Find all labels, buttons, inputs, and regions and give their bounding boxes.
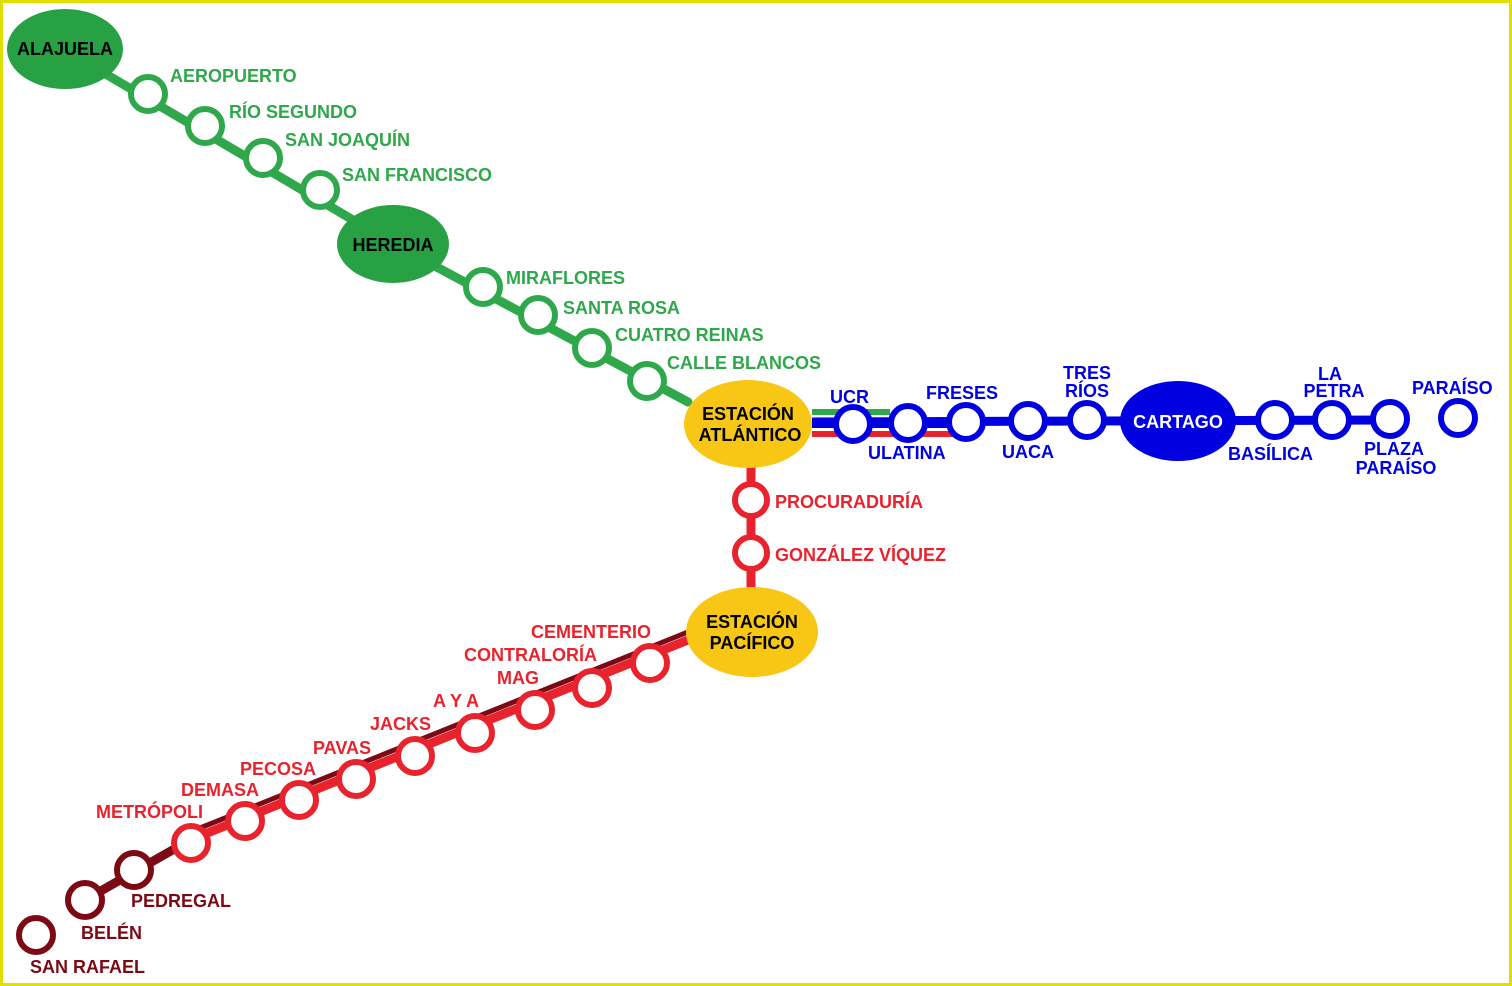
- station-mag[interactable]: [515, 690, 555, 730]
- station-santa-rosa[interactable]: [518, 295, 558, 335]
- station-a-y-a[interactable]: [455, 713, 495, 753]
- label-miraflores: MIRAFLORES: [506, 268, 625, 288]
- station-ulatina[interactable]: [888, 403, 928, 443]
- station-freses[interactable]: [946, 402, 986, 442]
- station-pedregal[interactable]: [114, 850, 154, 890]
- station-metropoli[interactable]: [171, 823, 211, 863]
- station-san-francisco[interactable]: [300, 170, 340, 210]
- dark-red-line-labels: PEDREGAL BELÉN SAN RAFAEL: [30, 891, 231, 977]
- red-line-labels: PROCURADURÍA GONZÁLEZ VÍQUEZ CEMENTERIO …: [96, 491, 946, 822]
- station-gonzalez-viquez[interactable]: [732, 534, 770, 572]
- station-calle-blancos[interactable]: [627, 361, 667, 401]
- dark-red-line-stations: [16, 850, 154, 955]
- station-rio-segundo[interactable]: [185, 106, 225, 146]
- station-uaca[interactable]: [1008, 401, 1048, 441]
- hub-cartago-label: CARTAGO: [1133, 412, 1223, 432]
- hub-estacion-atlantico[interactable]: [684, 380, 812, 468]
- station-procuraduria[interactable]: [732, 481, 770, 519]
- label-santa-rosa: SANTA ROSA: [563, 298, 680, 318]
- hub-pacifico-label-2: PACÍFICO: [710, 632, 795, 653]
- station-belen[interactable]: [65, 880, 105, 920]
- station-miraflores[interactable]: [463, 267, 503, 307]
- red-line-stations: [171, 481, 770, 863]
- hub-pacifico-label-1: ESTACIÓN: [706, 611, 798, 632]
- station-cementerio[interactable]: [630, 643, 670, 683]
- label-aeropuerto: AEROPUERTO: [170, 66, 297, 86]
- station-la-petra[interactable]: [1312, 400, 1352, 440]
- label-basilica: BASÍLICA: [1228, 443, 1313, 464]
- label-gonzalez-viquez: GONZÁLEZ VÍQUEZ: [775, 544, 946, 565]
- label-procuraduria: PROCURADURÍA: [775, 491, 923, 512]
- label-rio-segundo: RÍO SEGUNDO: [229, 101, 357, 122]
- station-cuatro-reinas[interactable]: [572, 328, 612, 368]
- hub-alajuela[interactable]: [7, 9, 123, 89]
- hub-alajuela-label: ALAJUELA: [17, 39, 113, 59]
- blue-line-stations: [833, 398, 1478, 444]
- label-metropoli: METRÓPOLI: [96, 801, 203, 822]
- label-jacks: JACKS: [370, 714, 431, 734]
- station-san-rafael[interactable]: [16, 915, 56, 955]
- station-jacks[interactable]: [395, 736, 435, 776]
- red-line-parallel-track: [189, 629, 689, 835]
- green-line-labels: AEROPUERTO RÍO SEGUNDO SAN JOAQUÍN SAN F…: [170, 66, 821, 373]
- station-tres-rios[interactable]: [1067, 400, 1107, 440]
- label-san-joaquin: SAN JOAQUÍN: [285, 129, 410, 150]
- label-demasa: DEMASA: [181, 780, 259, 800]
- label-uaca: UACA: [1002, 442, 1054, 462]
- label-san-rafael: SAN RAFAEL: [30, 957, 145, 977]
- label-la: LA: [1318, 364, 1342, 384]
- label-rios: RÍOS: [1065, 380, 1109, 401]
- green-line-stations: [128, 74, 667, 401]
- station-plaza-paraiso[interactable]: [1370, 399, 1410, 439]
- hub-atlantico-label-2: ATLÁNTICO: [699, 424, 802, 445]
- label-calle-blancos: CALLE BLANCOS: [667, 353, 821, 373]
- label-pavas: PAVAS: [313, 738, 371, 758]
- label-mag: MAG: [497, 668, 539, 688]
- station-contraloria[interactable]: [572, 668, 612, 708]
- station-demasa[interactable]: [225, 801, 265, 841]
- label-pedregal: PEDREGAL: [131, 891, 231, 911]
- station-aeropuerto[interactable]: [128, 74, 168, 114]
- station-paraiso[interactable]: [1438, 398, 1478, 438]
- hub-cartago[interactable]: [1120, 381, 1236, 461]
- station-san-joaquin[interactable]: [243, 138, 283, 178]
- label-ulatina: ULATINA: [868, 443, 946, 463]
- hub-heredia-label: HEREDIA: [352, 235, 433, 255]
- label-paraiso-2: PARAÍSO: [1356, 457, 1437, 478]
- label-ucr: UCR: [830, 387, 869, 407]
- station-ucr[interactable]: [833, 404, 873, 444]
- label-belen: BELÉN: [81, 922, 142, 943]
- hub-estacion-pacifico[interactable]: [686, 587, 818, 677]
- label-petra: PETRA: [1303, 381, 1364, 401]
- label-pecosa: PECOSA: [240, 759, 316, 779]
- station-basilica[interactable]: [1255, 400, 1295, 440]
- label-cementerio: CEMENTERIO: [531, 622, 651, 642]
- label-freses: FRESES: [926, 383, 998, 403]
- label-cuatro-reinas: CUATRO REINAS: [615, 325, 764, 345]
- blue-line-labels: UCR ULATINA FRESES UACA TRES RÍOS BASÍLI…: [830, 363, 1493, 478]
- label-plaza: PLAZA: [1364, 439, 1424, 459]
- label-contraloria: CONTRALORÍA: [464, 644, 597, 665]
- label-a-y-a: A Y A: [433, 691, 479, 711]
- station-pecosa[interactable]: [279, 780, 319, 820]
- label-paraiso: PARAÍSO: [1412, 377, 1493, 398]
- hub-atlantico-label-1: ESTACIÓN: [702, 403, 794, 424]
- label-san-francisco: SAN FRANCISCO: [342, 165, 492, 185]
- hub-heredia[interactable]: [337, 205, 449, 283]
- label-tres: TRES: [1063, 363, 1111, 383]
- station-pavas[interactable]: [336, 759, 376, 799]
